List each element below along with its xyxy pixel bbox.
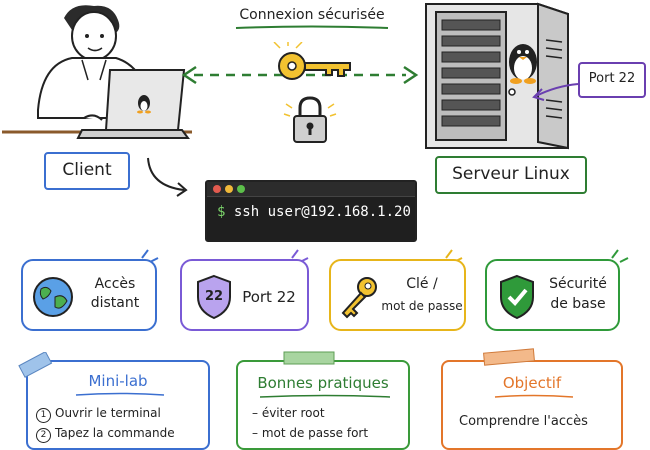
minilab-title-underline (75, 392, 165, 396)
card-remote-access-line2: distant (90, 295, 140, 311)
tape-best-practices (283, 351, 335, 365)
key-icon (273, 42, 351, 80)
client-label: Client (62, 160, 112, 180)
server-label: Serveur Linux (452, 164, 570, 184)
client-label-box: Client (44, 152, 130, 190)
client-face (71, 11, 117, 61)
terminal-prompt: $ (217, 204, 226, 220)
step-1-number: 1 (36, 408, 51, 423)
panel-objective-title: Objectif (502, 374, 562, 392)
card-key-line2: mot de passe (381, 299, 463, 313)
page-title: Connexion sécurisée (239, 7, 385, 23)
port-callout-label: Port 22 (588, 71, 636, 86)
card-security-line1: Sécurité (549, 276, 607, 292)
minimize-dot (225, 185, 233, 193)
objective-text: Comprendre l'accès (459, 414, 588, 429)
terminal-command: ssh user@192.168.1.20 (233, 204, 411, 220)
card-security-line2: de base (550, 296, 606, 312)
globe-icon (33, 277, 73, 317)
tape-objective (483, 348, 535, 366)
best-practice-1: – éviter root (252, 406, 325, 420)
server-label-box: Serveur Linux (435, 156, 587, 194)
port-callout-arrow (532, 83, 579, 101)
minilab-step-1: 1 Ouvrir le terminal (36, 406, 161, 423)
step-1-text: Ouvrir le terminal (55, 406, 161, 420)
sparkles (141, 249, 629, 263)
card-key-password: Clé / mot de passe (329, 259, 466, 331)
title-underline (235, 25, 389, 29)
card-remote-access-line1: Accès (94, 276, 136, 292)
client-to-terminal-arrow (147, 157, 188, 197)
card-remote-access: Accès distant (21, 259, 157, 331)
key-small-icon (341, 277, 377, 319)
step-2-text: Tapez la commande (55, 426, 175, 440)
maximize-dot (237, 185, 245, 193)
best-practices-title-underline (259, 394, 391, 398)
terminal-command-line: $ ssh user@192.168.1.20 (217, 204, 411, 220)
secure-connection-arrow (181, 65, 419, 85)
panel-best-practices: Bonnes pratiques – éviter root – mot de … (236, 360, 410, 450)
minilab-step-2: 2 Tapez la commande (36, 426, 175, 443)
port-callout: Port 22 (578, 62, 646, 98)
lock-icon (283, 96, 337, 143)
client-illustration (2, 5, 192, 139)
panel-best-practices-title: Bonnes pratiques (257, 374, 389, 392)
tape-minilab (18, 352, 53, 378)
terminal-titlebar (207, 182, 415, 197)
step-2-number: 2 (36, 428, 51, 443)
panel-objective: Objectif Comprendre l'accès (441, 360, 623, 450)
panel-minilab-title: Mini-lab (88, 372, 148, 390)
port-badge: 22 (204, 289, 224, 304)
card-port: 22 Port 22 (180, 259, 309, 331)
server-illustration (425, 2, 569, 150)
objective-title-underline (494, 394, 574, 398)
card-port-label: Port 22 (242, 288, 296, 306)
terminal-window: $ ssh user@192.168.1.20 (205, 180, 417, 242)
shield-icon (197, 274, 231, 320)
card-key-line1: Clé / (406, 276, 438, 292)
close-dot (213, 185, 221, 193)
title-underline-wrap: Connexion sécurisée (232, 3, 392, 31)
shield-check-icon (500, 274, 534, 320)
card-basic-security: Sécurité de base (485, 259, 620, 331)
laptop-icon (76, 69, 190, 139)
best-practice-2: – mot de passe fort (252, 426, 369, 440)
tux-icon (509, 44, 537, 84)
